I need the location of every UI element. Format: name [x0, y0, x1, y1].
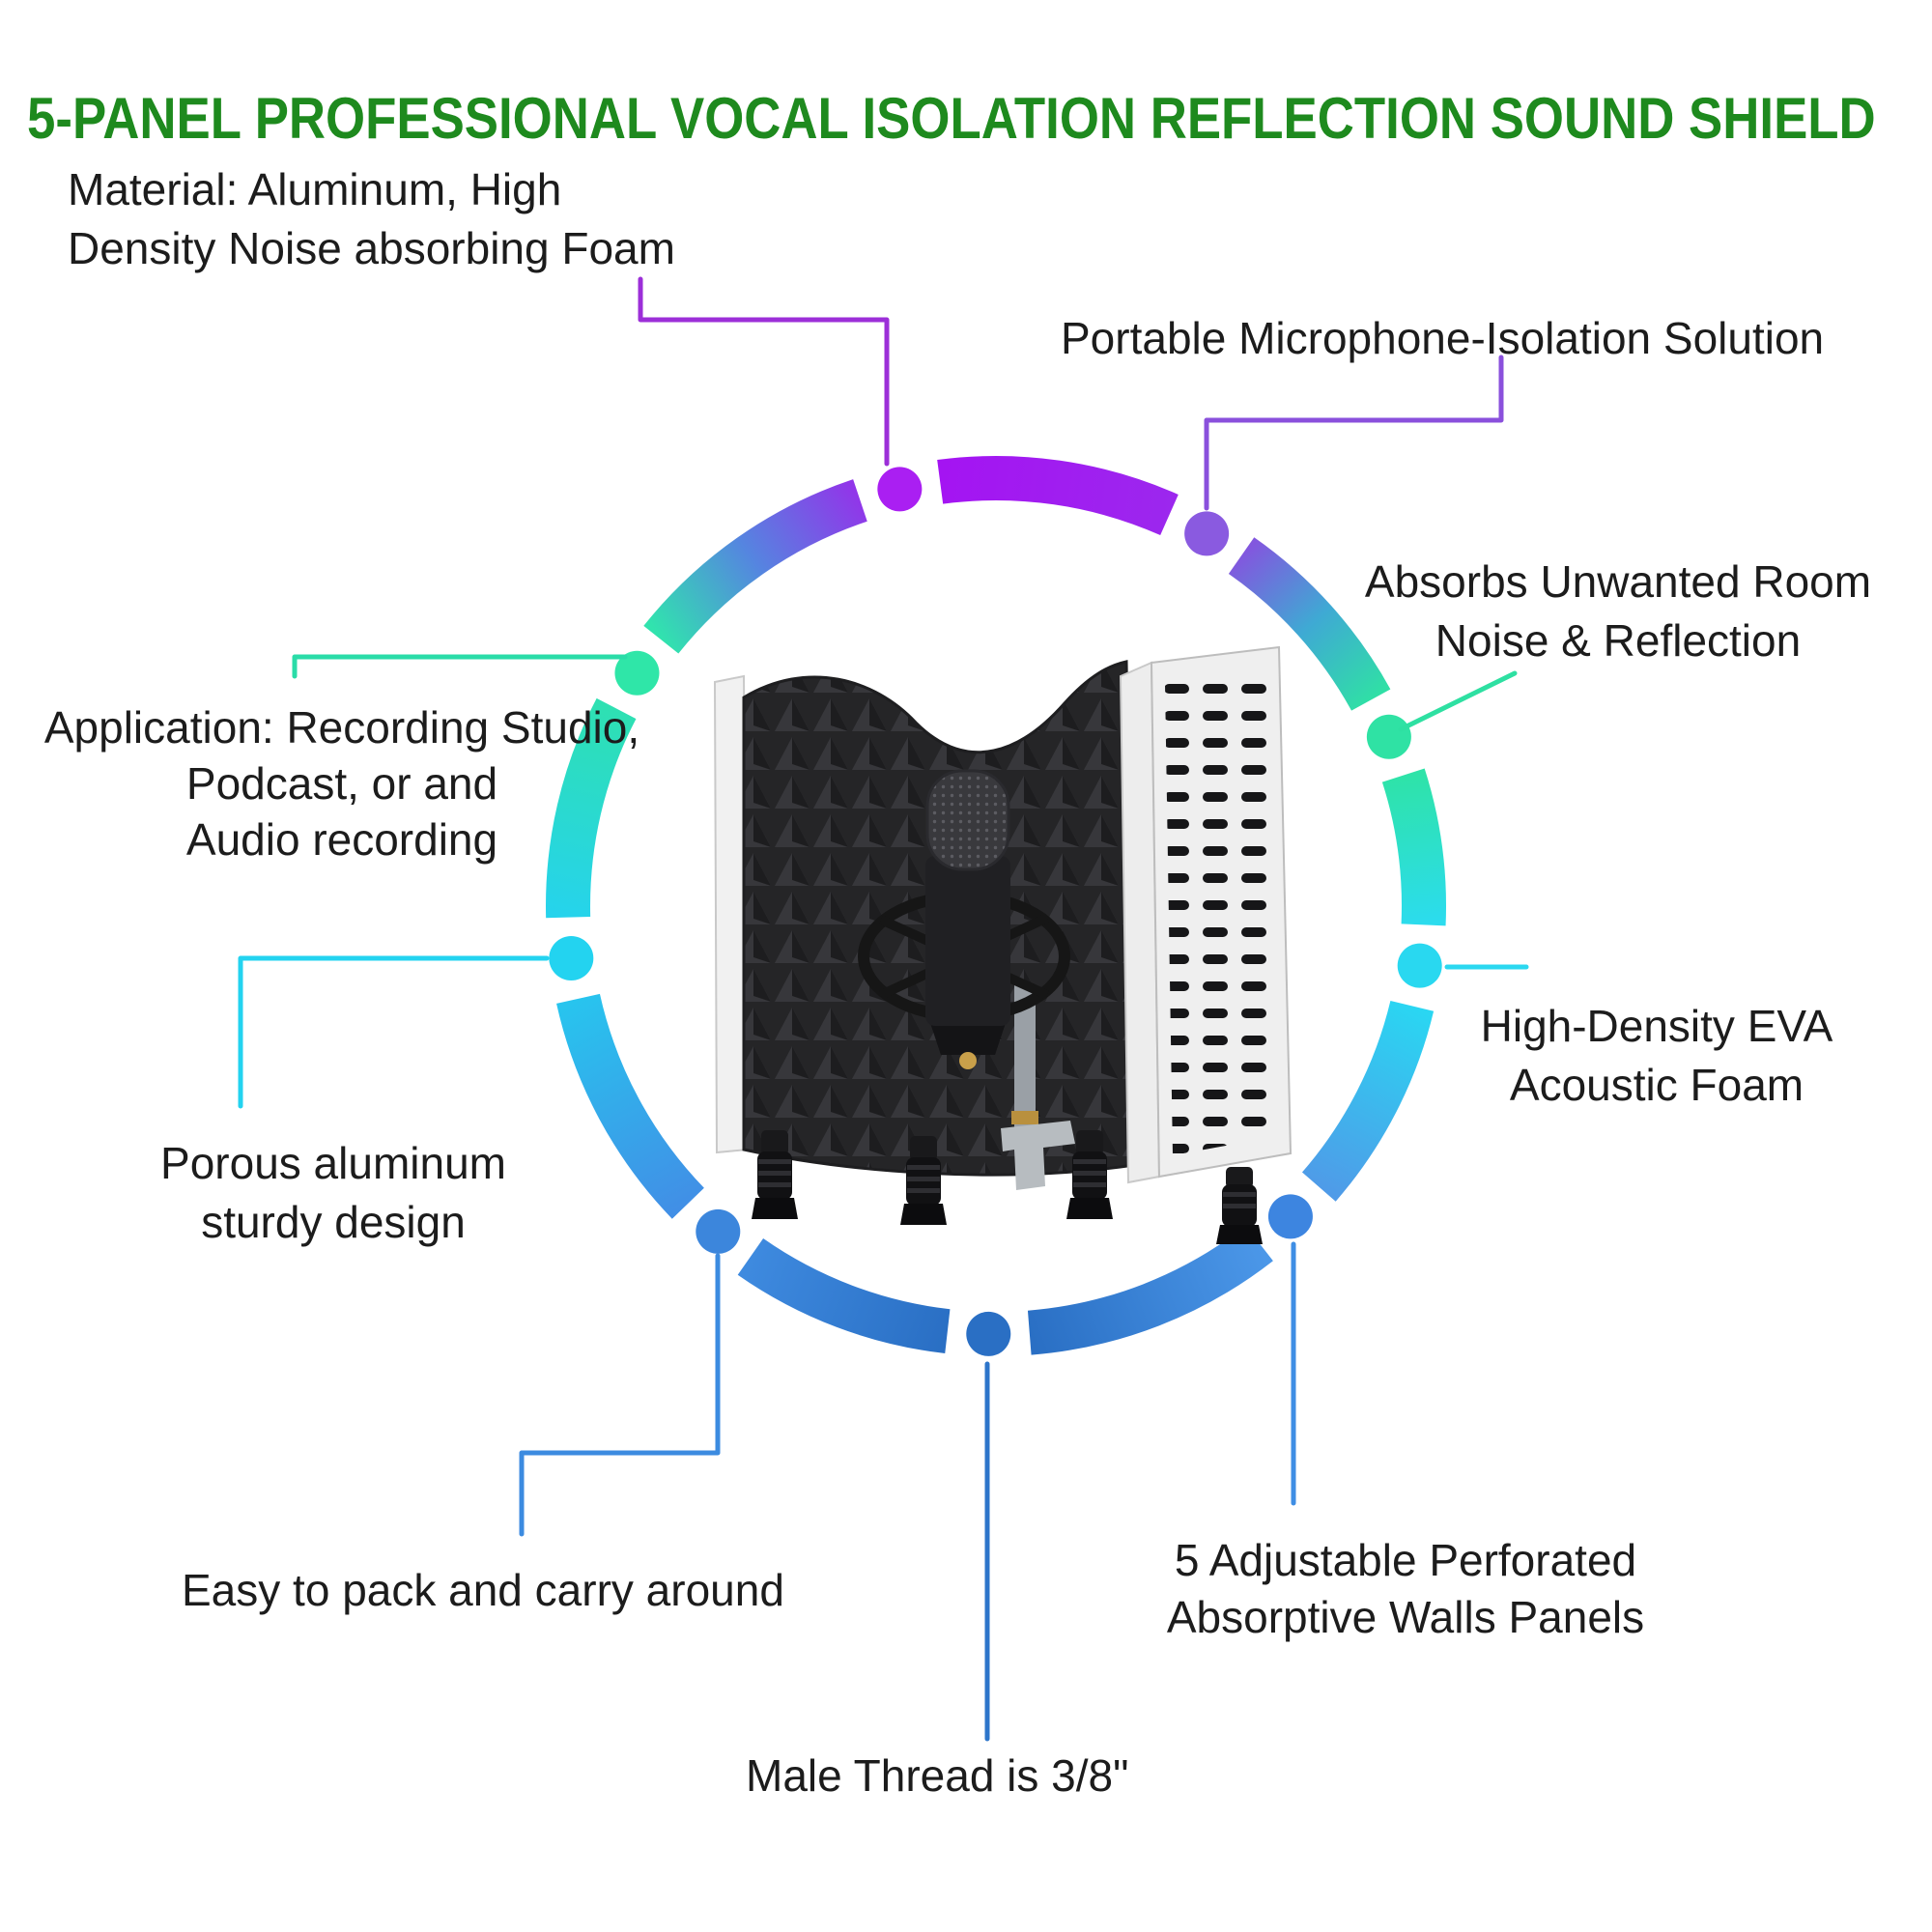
line-application	[292, 654, 628, 679]
dot-eva-foam	[1397, 943, 1442, 988]
line-porous	[238, 955, 550, 1109]
callout-material: Material: Aluminum, High Density Noise a…	[68, 160, 831, 278]
line-absorbs	[1398, 670, 1518, 732]
dot-application	[614, 650, 660, 696]
page-title: 5-PANEL PROFESSIONAL VOCAL ISOLATION REF…	[27, 86, 1876, 152]
gradient-ring	[546, 456, 1446, 1356]
mic-mesh-head	[925, 769, 1010, 871]
line-easy-pack	[519, 1253, 721, 1537]
callout-application: Application: Recording Studio, Podcast, …	[0, 699, 684, 867]
callout-material-line: Material: Aluminum, High	[68, 164, 562, 214]
callout-eva-foam-line: High-Density EVA	[1480, 1001, 1833, 1051]
mic-body-taper	[929, 1020, 1007, 1055]
callout-panels-line: 5 Adjustable Perforated	[1174, 1535, 1637, 1585]
shield-right-panel-slots	[1165, 670, 1279, 1155]
dot-panels	[1267, 1194, 1313, 1239]
dot-portable	[1184, 511, 1230, 556]
callout-porous-line: Porous aluminum	[160, 1138, 506, 1188]
dot-porous	[549, 935, 594, 980]
mic-stand-rod	[1014, 985, 1036, 1128]
mic-body	[925, 856, 1010, 1026]
ring-segment	[937, 456, 1179, 536]
product-image	[713, 645, 1293, 1244]
callout-easy-pack: Easy to pack and carry around	[182, 1561, 935, 1620]
dot-thread	[966, 1311, 1011, 1356]
line-material	[638, 276, 890, 467]
ring-segment	[1381, 768, 1446, 926]
callout-absorbs: Absorbs Unwanted Room Noise & Reflection	[1328, 553, 1908, 670]
callout-application-line: Application: Recording Studio,	[43, 702, 640, 753]
dot-easy-pack	[696, 1208, 741, 1254]
ring-segment	[1027, 1225, 1273, 1355]
shield-foot	[1216, 1167, 1263, 1244]
mic-stand-collar	[1011, 1111, 1038, 1124]
shield-foot	[1066, 1130, 1113, 1219]
callout-porous: Porous aluminum sturdy design	[111, 1134, 555, 1252]
callout-portable-line: Portable Microphone-Isolation Solution	[1061, 313, 1825, 363]
shield-foot	[900, 1136, 947, 1225]
callout-application-line: Audio recording	[185, 814, 498, 865]
callout-panels: 5 Adjustable Perforated Absorptive Walls…	[1116, 1532, 1695, 1646]
ring-segment	[556, 993, 705, 1219]
dot-material	[877, 467, 923, 512]
ring-segment	[1301, 1000, 1435, 1202]
callout-thread-line: Male Thread is 3/8"	[746, 1750, 1129, 1801]
callout-panels-line: Absorptive Walls Panels	[1166, 1592, 1645, 1642]
dot-absorbs	[1366, 714, 1411, 759]
connector-lines	[238, 276, 1529, 1742]
ring-segment	[737, 1237, 951, 1354]
callout-absorbs-line: Absorbs Unwanted Room	[1364, 556, 1872, 607]
ring-segment	[546, 697, 637, 919]
callout-portable: Portable Microphone-Isolation Solution	[1061, 309, 1932, 368]
callout-eva-foam: High-Density EVA Acoustic Foam	[1430, 997, 1884, 1115]
callout-application-line: Podcast, or and	[185, 758, 498, 809]
line-portable	[1204, 355, 1504, 511]
callout-material-line: Density Noise absorbing Foam	[68, 223, 675, 273]
mic-stand-bracket	[1001, 1121, 1075, 1190]
callout-thread: Male Thread is 3/8"	[746, 1747, 1248, 1805]
callout-easy-pack-line: Easy to pack and carry around	[182, 1565, 784, 1615]
callout-absorbs-line: Noise & Reflection	[1435, 615, 1802, 666]
ring-segment	[643, 479, 867, 654]
ring-segment	[1228, 537, 1391, 711]
callout-porous-line: sturdy design	[201, 1197, 466, 1247]
shield-foot	[752, 1130, 798, 1219]
callout-eva-foam-line: Acoustic Foam	[1509, 1060, 1804, 1110]
mic-bottom-screw	[959, 1052, 977, 1069]
